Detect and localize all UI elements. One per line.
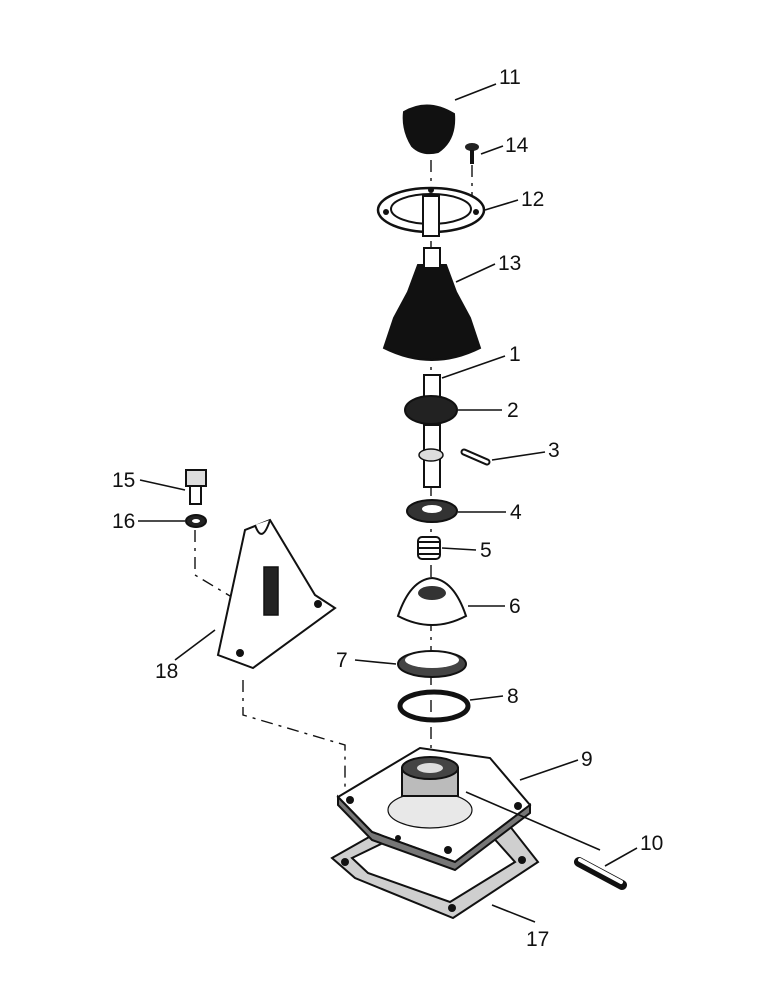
callout-labels: 11 14 12 13 1 2 3 4 5 6 7 8 9 10 17 15 1… <box>112 66 663 951</box>
ring-plate-part <box>376 186 486 237</box>
washer-part <box>185 514 207 528</box>
callout-17: 17 <box>526 928 549 951</box>
callout-3: 3 <box>548 439 560 462</box>
callout-11: 11 <box>499 66 521 89</box>
callout-6: 6 <box>509 595 521 618</box>
bearing-ring-part <box>397 650 467 678</box>
cup-washer-part <box>406 499 458 523</box>
callout-5: 5 <box>480 539 492 562</box>
lever-part <box>404 374 458 488</box>
callout-7: 7 <box>336 649 348 672</box>
callout-9: 9 <box>581 748 593 771</box>
o-ring-part <box>397 689 471 723</box>
base-plate-part <box>336 746 532 872</box>
callout-18: 18 <box>155 660 178 683</box>
callout-16: 16 <box>112 510 135 533</box>
callout-8: 8 <box>507 685 519 708</box>
callout-2: 2 <box>507 399 519 422</box>
long-pin-part <box>574 857 627 890</box>
callout-12: 12 <box>521 188 544 211</box>
bolt-part <box>185 469 207 505</box>
rubber-boot-part <box>382 247 482 361</box>
callout-14: 14 <box>505 134 529 157</box>
callout-15: 15 <box>112 469 135 492</box>
small-pin-part <box>460 448 491 466</box>
callout-10: 10 <box>640 832 663 855</box>
leader-lines <box>138 83 638 923</box>
bracket-part <box>216 518 337 670</box>
knob-part <box>402 104 456 155</box>
screw-part <box>465 143 479 164</box>
callout-13: 13 <box>498 252 521 275</box>
callout-1: 1 <box>509 343 521 366</box>
dome-cup-part <box>396 576 468 626</box>
spring-part <box>417 536 441 560</box>
callout-4: 4 <box>510 501 522 524</box>
